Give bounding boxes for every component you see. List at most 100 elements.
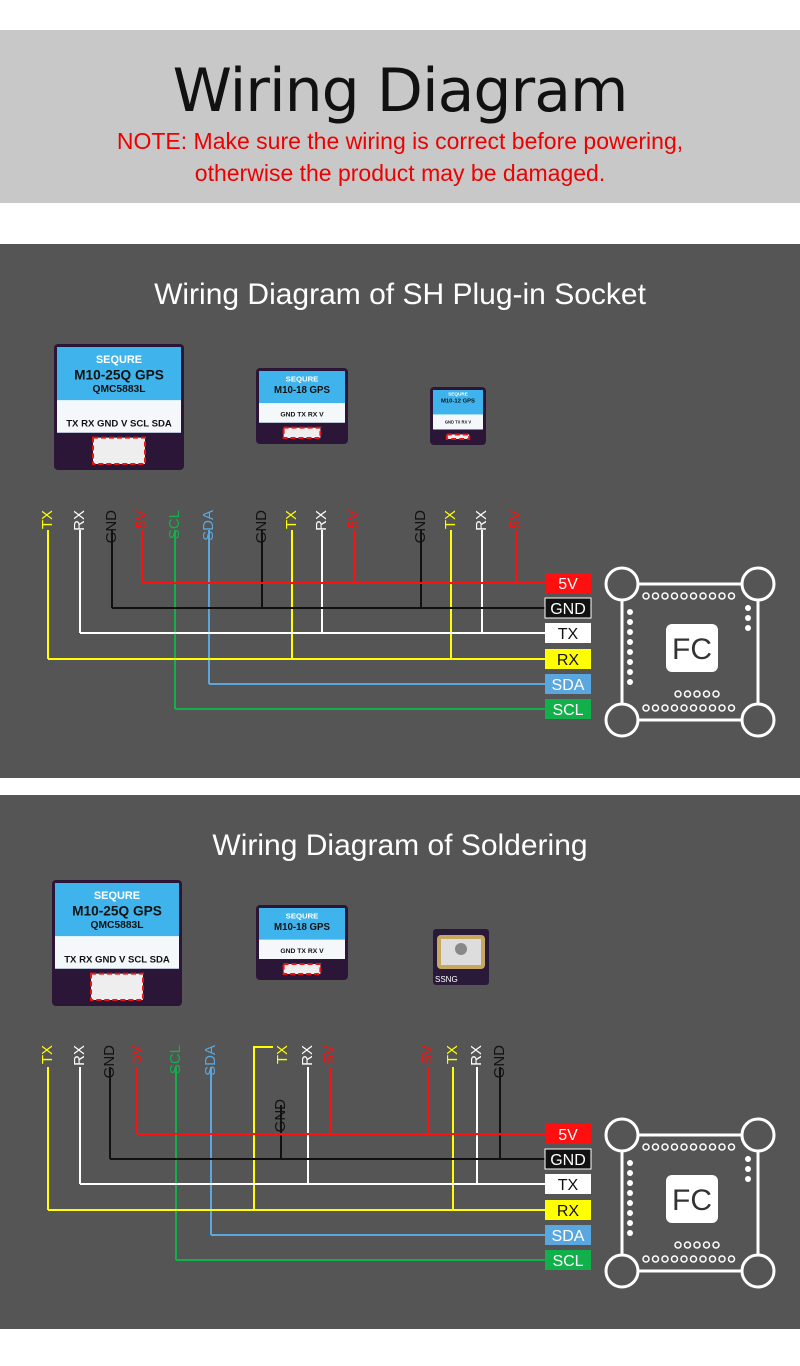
fc-pad (627, 669, 633, 675)
fc-label: FC (672, 633, 712, 666)
fc-pad (683, 1241, 692, 1249)
fc-pad (670, 1255, 679, 1263)
fc-pad (627, 619, 633, 625)
wire-label-gnd: GND (491, 1045, 508, 1079)
fc-pad (689, 1255, 698, 1263)
fc-pad (680, 1255, 688, 1263)
wire-label-sda: SDA (202, 1045, 219, 1076)
fc-pad (689, 704, 698, 712)
socket-wiring-panel: Wiring Diagram of SH Plug-in Socket SEQU… (0, 244, 800, 778)
fc-pad (627, 1220, 633, 1226)
page-title: Wiring Diagram (172, 56, 629, 126)
pin-label-strip (259, 939, 345, 959)
header-banner: Wiring Diagram NOTE: Make sure the wirin… (0, 30, 800, 203)
fc-pin-box-tx (545, 1174, 591, 1194)
fc-pad (702, 690, 711, 698)
connector-highlight (92, 436, 146, 465)
connector-highlight (445, 433, 471, 441)
wire-label-gnd: GND (101, 1045, 118, 1079)
warning-note-line-2: otherwise the product may be damaged. (194, 160, 606, 186)
module-chip: QMC5883L (93, 384, 146, 395)
module-model: M10-25Q GPS (74, 368, 164, 383)
wire-label-sda: SDA (200, 510, 217, 541)
pin-label-strip (433, 414, 483, 430)
mounting-hole (740, 702, 776, 738)
fc-pin-label-scl: SCL (552, 1253, 583, 1270)
mounting-hole (604, 566, 640, 602)
fc-label: FC (672, 1184, 712, 1217)
pin-label-strip (57, 400, 181, 433)
wire-label-rx: RX (299, 1045, 316, 1066)
fc-pad (699, 1143, 707, 1151)
fc-pad (708, 1255, 717, 1263)
fc-pad (651, 704, 660, 712)
fc-pad (661, 704, 669, 712)
fc-pin-box-rx (545, 1200, 591, 1220)
fc-pad (718, 704, 726, 712)
fc-pad (718, 1255, 726, 1263)
wire-label-scl: SCL (166, 510, 183, 539)
fc-pad (727, 1143, 736, 1151)
fc-pad (627, 1160, 633, 1166)
brand-logo: SEQURE (286, 375, 319, 384)
antenna-feed (455, 943, 467, 955)
module-chip: QMC5883L (91, 920, 144, 931)
fc-pad (661, 1143, 669, 1151)
wire-label-5v: 5V (419, 1045, 436, 1063)
fc-pin-box-5v (545, 1124, 591, 1144)
fc-outline (620, 582, 760, 722)
fc-pad (661, 592, 669, 600)
wire-label-rx: RX (473, 510, 490, 531)
fc-pad (708, 704, 717, 712)
wire-label-rx: RX (71, 510, 88, 531)
fc-pad (627, 659, 633, 665)
fc-pad (727, 592, 736, 600)
brand-logo: SEQURE (96, 354, 142, 366)
module-model: M10-12 GPS (441, 398, 475, 404)
mounting-hole (604, 1253, 640, 1289)
wire-label-rx: RX (71, 1045, 88, 1066)
fc-pad (745, 1166, 751, 1172)
fc-pin-box-sda (545, 1225, 591, 1245)
wire-label-tx: TX (39, 510, 56, 529)
fc-pad (727, 704, 736, 712)
fc-pad (627, 639, 633, 645)
connector-highlight (282, 426, 322, 439)
fc-pad (712, 690, 720, 698)
wire-label-tx: TX (39, 1045, 56, 1064)
mounting-hole (740, 1117, 776, 1153)
brand-logo: SEQURE (286, 912, 319, 921)
fc-pad (670, 1143, 679, 1151)
connector-highlight (282, 963, 322, 975)
fc-pad (693, 1241, 701, 1249)
fc-pad (627, 1230, 633, 1236)
fc-pin-label-5v: 5V (558, 1127, 578, 1144)
wire-label-tx: TX (444, 1045, 461, 1064)
fc-pad (727, 1255, 736, 1263)
fc-pad (627, 1180, 633, 1186)
silkscreen-text: SSNG (435, 975, 458, 984)
fc-pad (651, 592, 660, 600)
module-pin-labels: GND TX RX V (280, 412, 324, 419)
warning-note-line-1: NOTE: Make sure the wiring is correct be… (116, 128, 684, 154)
wire-label-rx: RX (468, 1045, 485, 1066)
pin-label-strip (55, 936, 179, 969)
gps-module-3: SSNG (433, 929, 489, 985)
fc-pad (627, 1170, 633, 1176)
wire-label-5v: 5V (345, 510, 362, 528)
fc-pad (674, 1241, 682, 1249)
fc-pin-box-tx (545, 623, 591, 643)
fc-pad (642, 1255, 650, 1263)
mounting-hole (740, 566, 776, 602)
fc-pin-box-scl (545, 1250, 591, 1270)
wire-label-5v: 5V (507, 510, 524, 528)
fc-pad (712, 1241, 720, 1249)
brand-logo: SEQURE (448, 391, 468, 396)
wire-label-5v: 5V (321, 1045, 338, 1063)
wire-label-gnd: GND (103, 510, 120, 544)
fc-pin-label-sda: SDA (552, 1228, 585, 1245)
fc-pad (745, 1156, 751, 1162)
fc-pin-box-sda (545, 674, 591, 694)
